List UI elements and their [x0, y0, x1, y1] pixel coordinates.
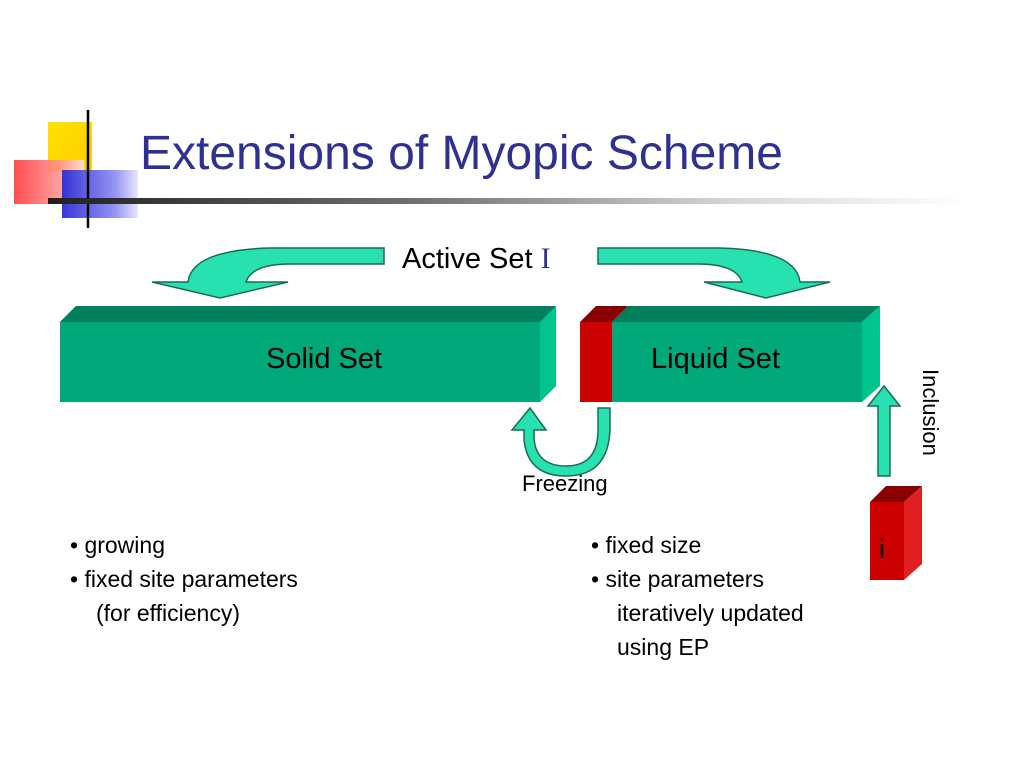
solid-note-growing: • growing: [70, 532, 165, 558]
slide-title: Extensions of Myopic Scheme: [140, 127, 783, 180]
solid-set-box: [60, 306, 556, 402]
active-to-liquid-arrow-icon: [597, 247, 831, 299]
solid-note-efficiency: (for efficiency): [96, 600, 241, 626]
inclusion-label: Inclusion: [918, 369, 943, 456]
active-set-label: Active Set I: [402, 242, 551, 276]
new-element-label: i: [879, 534, 885, 564]
solid-set-label: Solid Set: [266, 343, 383, 375]
liquid-boundary-block: [580, 306, 628, 402]
liquid-note-fixed-size: • fixed size: [591, 532, 702, 558]
active-set-text: Active Set: [402, 243, 533, 275]
freezing-arrow-icon: [510, 406, 611, 477]
solid-note-fixed-params: • fixed site parameters: [70, 566, 298, 592]
freezing-label: Freezing: [522, 471, 608, 496]
title-underline: [48, 198, 968, 204]
new-element-block: [870, 486, 922, 580]
inclusion-arrow-icon: [866, 384, 902, 477]
liquid-set-box: [612, 306, 880, 402]
liquid-note-site-params: • site parameters: [591, 566, 764, 592]
active-set-symbol: I: [540, 242, 551, 275]
liquid-set-notes: • fixed size • site parameters iterative…: [591, 528, 804, 664]
liquid-set-label: Liquid Set: [651, 343, 780, 375]
liquid-note-iterative: iteratively updated: [617, 600, 804, 626]
solid-set-notes: • growing • fixed site parameters (for e…: [70, 528, 298, 630]
active-to-solid-arrow-icon: [151, 247, 385, 299]
liquid-note-ep: using EP: [617, 634, 710, 660]
